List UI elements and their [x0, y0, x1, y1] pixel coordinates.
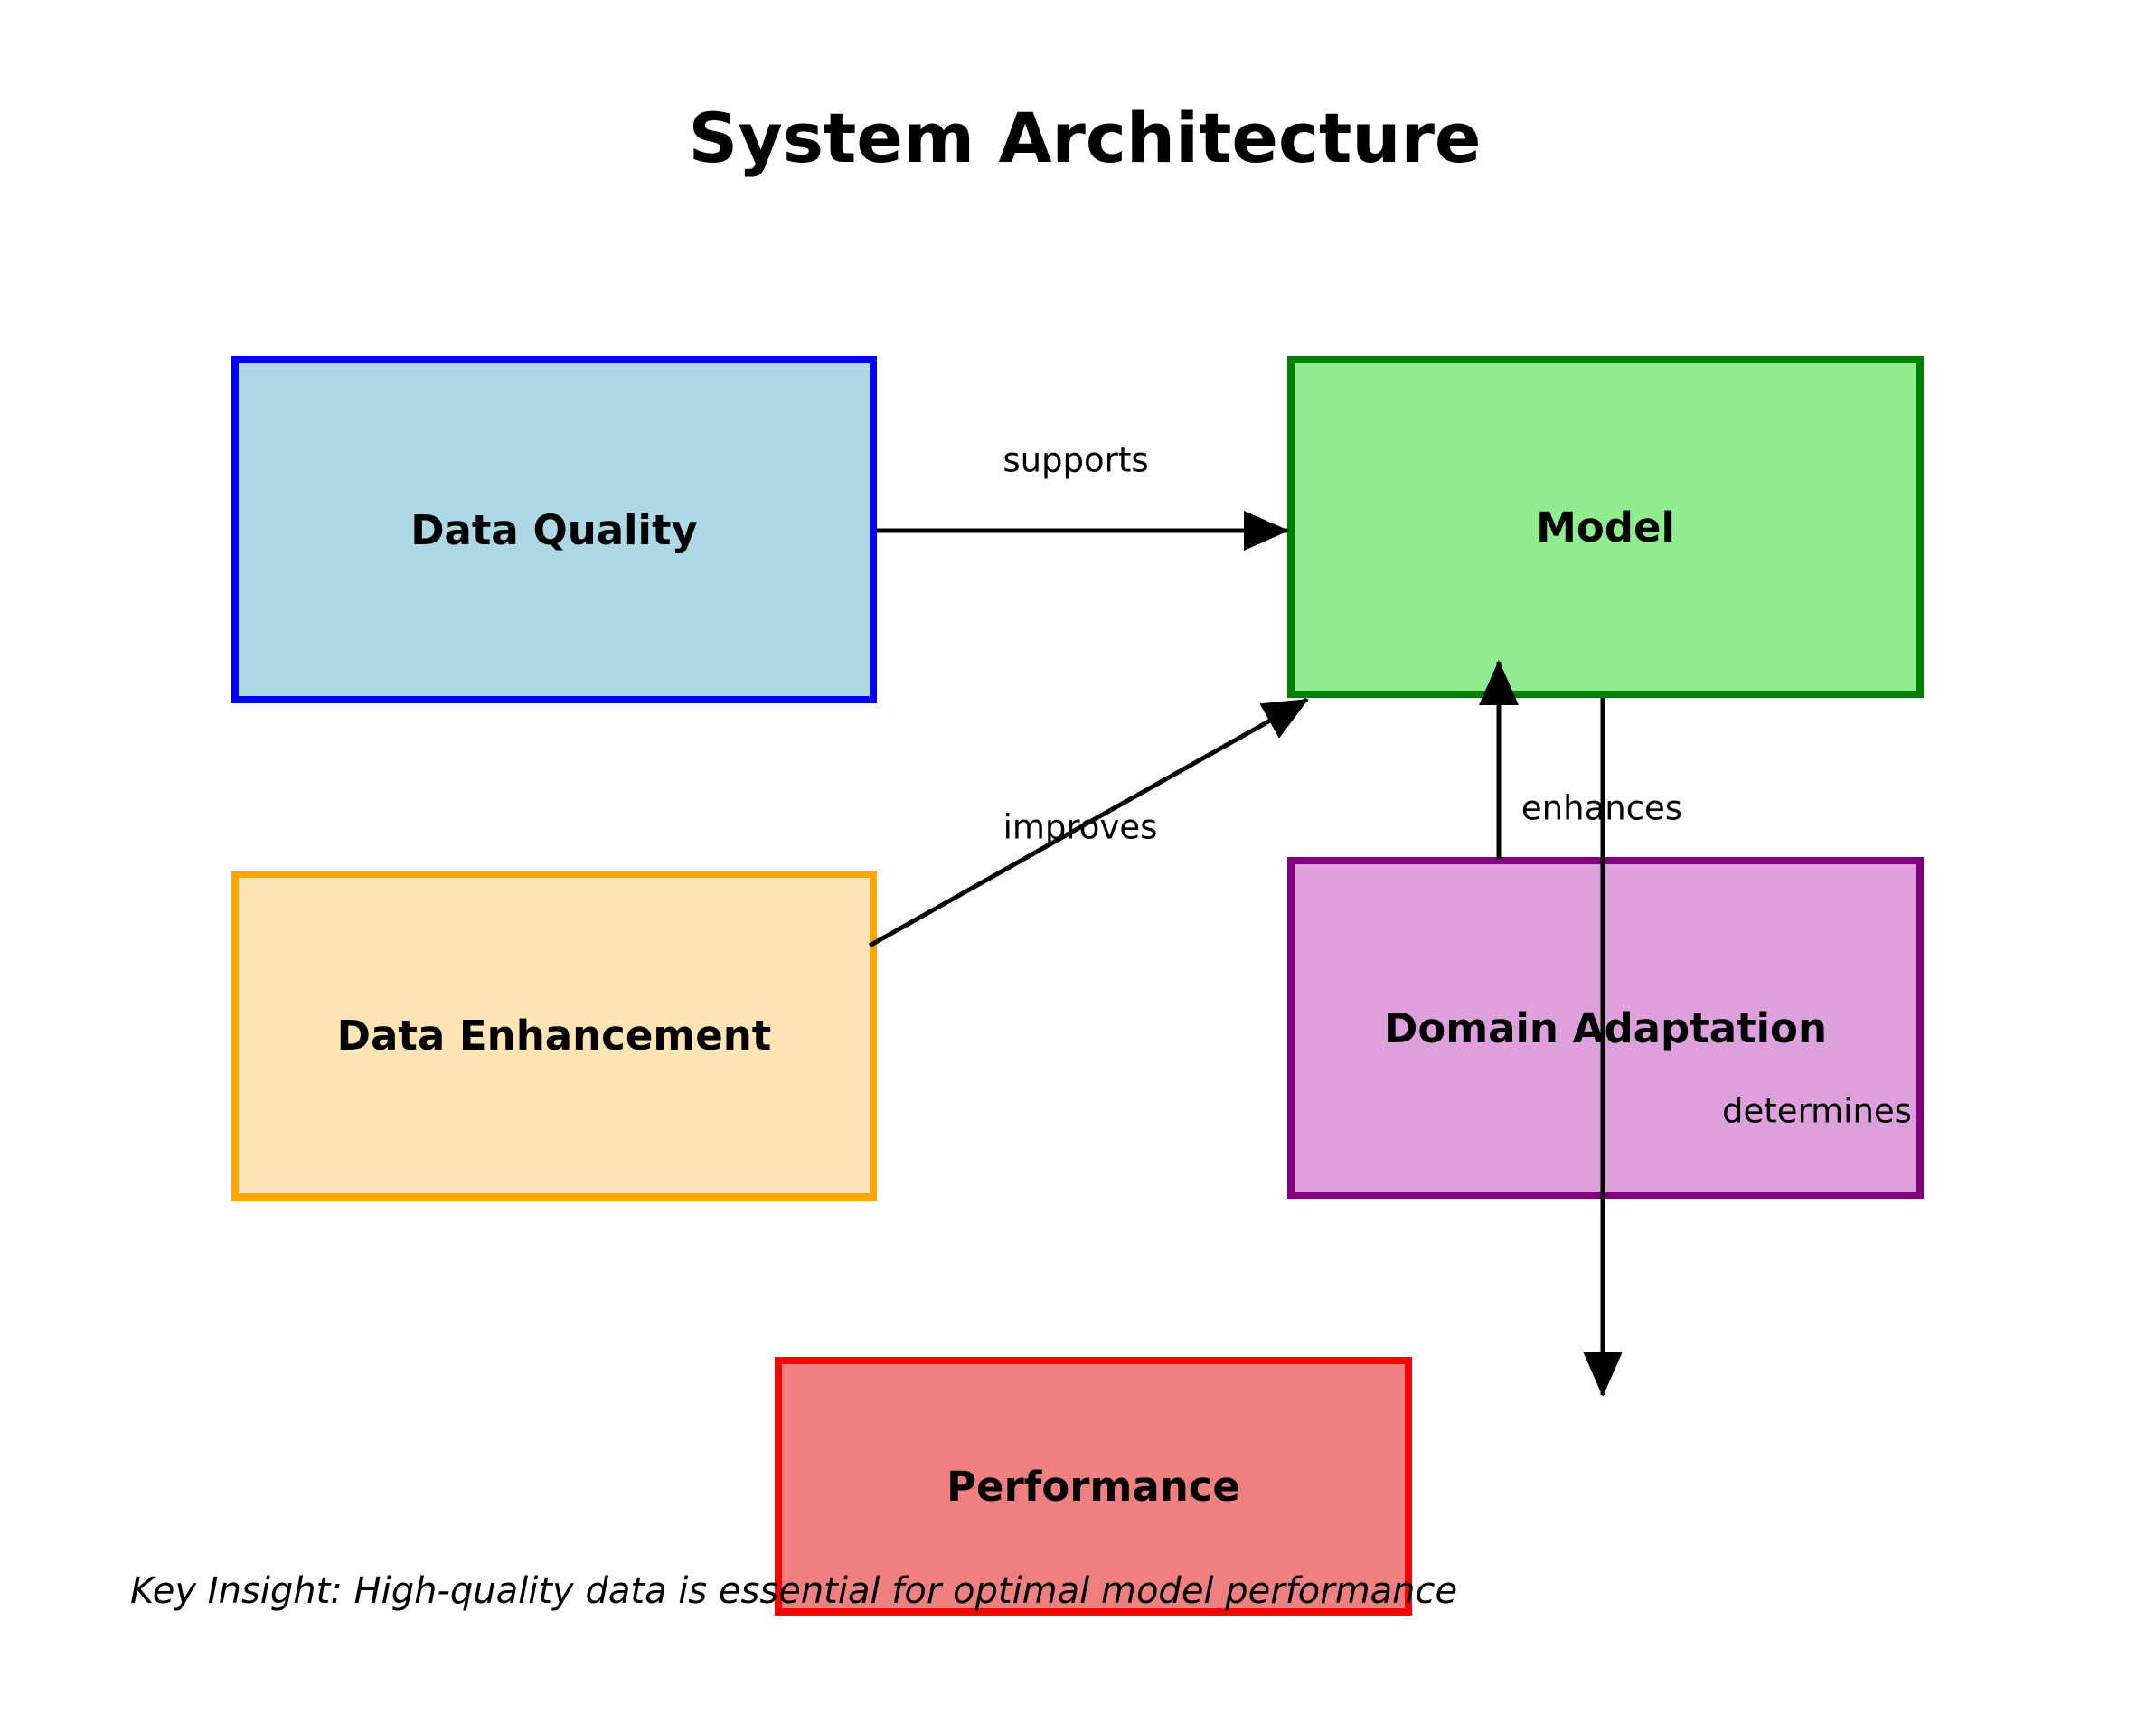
node-performance: Performance [775, 1357, 1412, 1616]
node-performance-label: Performance [946, 1462, 1240, 1511]
edge-label-determines: determines [1722, 1091, 1912, 1131]
key-insight-text: Key Insight: High-quality data is essent… [130, 1570, 1458, 1612]
node-domain-adaptation-label: Domain Adaptation [1383, 1003, 1828, 1052]
edge-label-supports: supports [1003, 440, 1149, 480]
node-data-quality: Data Quality [231, 356, 877, 703]
page-title: System Architecture [688, 98, 1482, 178]
node-model-label: Model [1536, 503, 1675, 551]
node-data-quality-label: Data Quality [410, 505, 698, 554]
node-data-enhancement-label: Data Enhancement [336, 1012, 772, 1060]
node-model: Model [1287, 356, 1924, 698]
edge-label-enhances: enhances [1520, 788, 1683, 828]
edge-label-improves: improves [1003, 807, 1158, 847]
node-data-enhancement: Data Enhancement [231, 871, 877, 1201]
node-domain-adaptation: Domain Adaptation [1287, 857, 1924, 1199]
